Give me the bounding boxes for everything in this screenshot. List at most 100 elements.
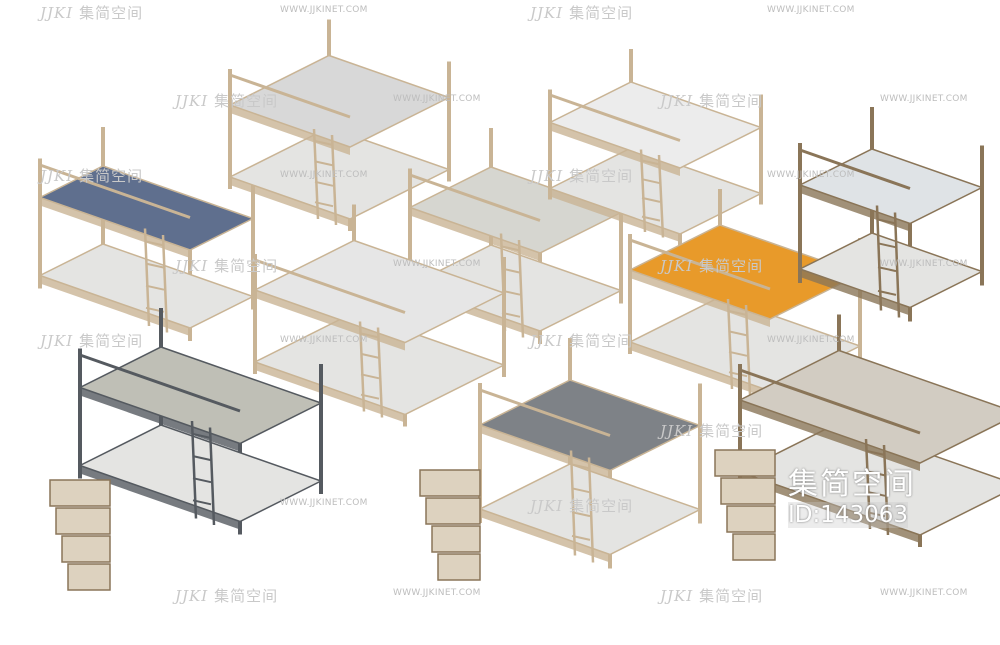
watermark-mark: JJKI (660, 587, 694, 605)
bed-rail (255, 362, 405, 423)
watermark-mark: JJKI (40, 332, 74, 350)
id-stamp: 集简空间 ID:143063 (788, 468, 916, 528)
ladder-rung (360, 332, 380, 339)
watermark-mark: JJKI (660, 257, 694, 275)
watermark-mark: JJKI (530, 167, 564, 185)
ladder-rung (728, 330, 748, 337)
watermark-text: 集简空间 (699, 257, 764, 275)
watermark-text: 集简空间 (699, 92, 764, 110)
ladder (517, 239, 525, 338)
ladder-rung (641, 178, 661, 185)
ladder (161, 234, 169, 333)
guard-rail (229, 73, 351, 119)
ladder (569, 450, 577, 556)
watermark-logo: JJKI 集简空间 (530, 330, 633, 351)
ladder-rung (866, 450, 886, 456)
storage-stairs (714, 449, 776, 561)
ladder-rung (314, 140, 334, 146)
watermark-url: WWW.JJKINET.COM (280, 335, 368, 345)
watermark-mark: JJKI (530, 497, 564, 515)
ladder-rung (571, 487, 591, 494)
stair-drawer (55, 507, 111, 535)
ladder-rung (571, 463, 591, 470)
watermark-url: WWW.JJKINET.COM (393, 259, 481, 269)
watermark-logo: JJKI 集简空间 (530, 2, 633, 23)
watermark-url: WWW.JJKINET.COM (280, 170, 368, 180)
ladder-rung (641, 215, 661, 222)
ladder-rung (728, 350, 748, 357)
ladder-rung (314, 180, 334, 187)
bed-rail (40, 275, 190, 336)
watermark-text: 集简空间 (79, 332, 144, 350)
watermark-text: 集简空间 (569, 4, 634, 22)
watermark-url: WWW.JJKINET.COM (880, 94, 968, 104)
ladder (726, 298, 734, 390)
watermark-mark: JJKI (530, 4, 564, 22)
ladder (893, 212, 901, 318)
watermark-mark: JJKI (660, 92, 694, 110)
ladder-rung (571, 511, 591, 518)
guard-rail (409, 173, 541, 222)
ladder (190, 420, 198, 519)
storage-stairs (49, 479, 111, 591)
ladder-rung (192, 433, 212, 439)
ladder (587, 457, 595, 563)
watermark-logo: JJKI 集简空间 (40, 330, 143, 351)
watermark-logo: JJKI 集简空间 (660, 585, 763, 606)
stair-drawer (419, 469, 481, 497)
guard-rail (549, 93, 681, 142)
watermark-text: 集简空间 (569, 332, 634, 350)
watermark-mark: JJKI (40, 167, 74, 185)
ladder (744, 304, 752, 396)
watermark-url: WWW.JJKINET.COM (393, 588, 481, 598)
bed-rail (800, 269, 910, 316)
ladder-rung (192, 477, 212, 484)
mattress (253, 239, 506, 344)
ladder-rung (866, 490, 886, 497)
watermark-text: 集简空间 (214, 92, 279, 110)
watermark-logo: JJKI 集简空间 (530, 495, 633, 516)
stair-drawer (726, 505, 776, 533)
bunk-bed (253, 204, 506, 427)
stair-drawer (431, 525, 481, 553)
ladder-rung (877, 266, 897, 273)
ladder (312, 128, 320, 220)
watermark-text: 集简空间 (79, 4, 144, 22)
watermark-text: 集简空间 (699, 422, 764, 440)
watermark-mark: JJKI (530, 332, 564, 350)
stair-drawer (61, 535, 111, 563)
ladder-rung (866, 470, 886, 477)
bed-rail (480, 509, 610, 563)
stamp-id: ID:143063 (788, 502, 909, 528)
watermark-text: 集简空间 (699, 587, 764, 605)
ladder (639, 149, 647, 233)
watermark-mark: JJKI (40, 4, 74, 22)
guard-rail (39, 163, 191, 219)
watermark-text: 集简空间 (569, 497, 634, 515)
bunk-bed (738, 314, 1000, 547)
ladder (376, 327, 384, 418)
watermark-logo: JJKI 集简空间 (660, 420, 763, 441)
ladder (875, 205, 883, 311)
watermark-mark: JJKI (660, 422, 694, 440)
watermark-url: WWW.JJKINET.COM (880, 588, 968, 598)
stair-drawer (425, 497, 481, 525)
stair-drawer (720, 477, 776, 505)
watermark-text: 集简空间 (214, 587, 279, 605)
bed-rail (230, 177, 350, 227)
ladder-rung (877, 218, 897, 225)
guard-rail (79, 353, 241, 413)
ladder-rung (877, 242, 897, 249)
mattress (628, 296, 862, 392)
watermark-url: WWW.JJKINET.COM (880, 259, 968, 269)
bed-rail (630, 342, 770, 399)
watermark-url: WWW.JJKINET.COM (767, 170, 855, 180)
ladder (143, 228, 151, 327)
